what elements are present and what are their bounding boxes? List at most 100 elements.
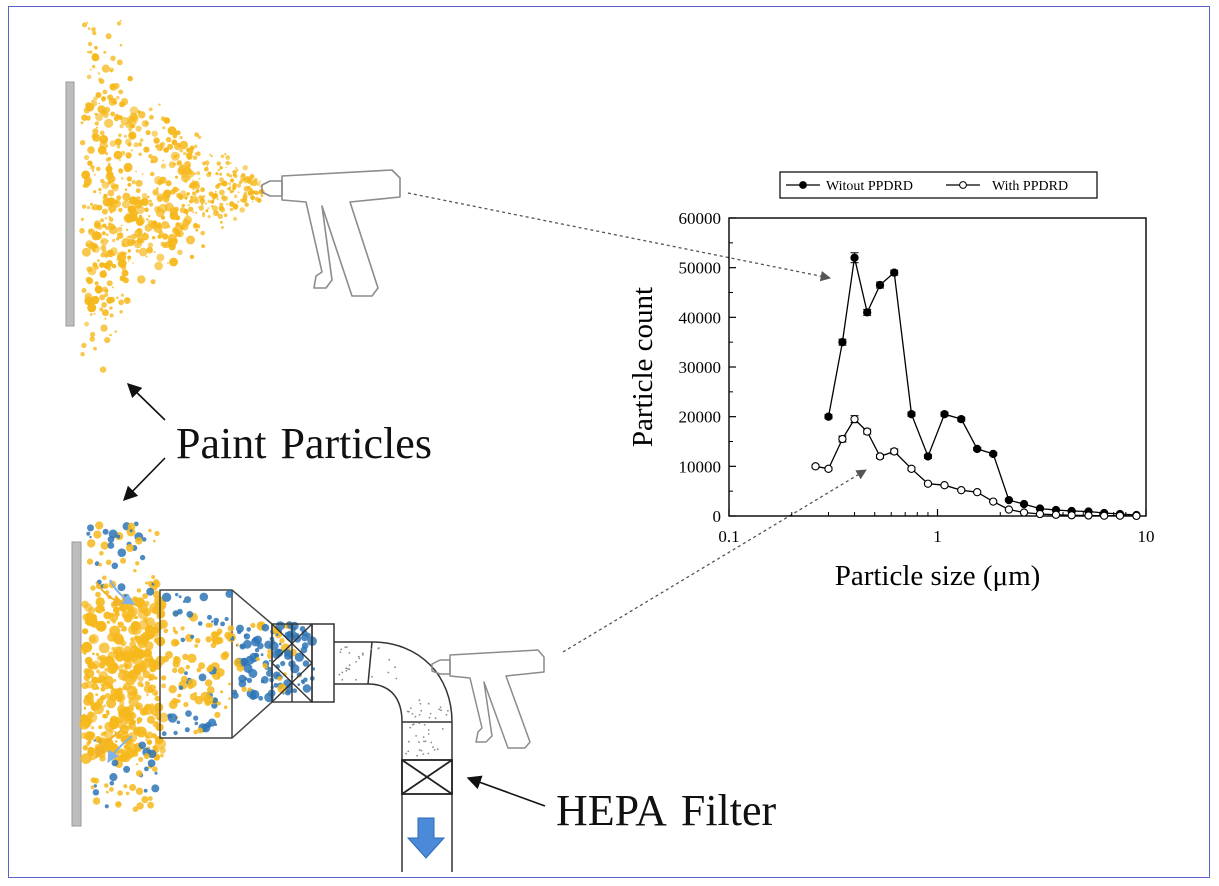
paint-particle (116, 145, 121, 149)
paint-particle (135, 705, 141, 710)
paint-particle (117, 152, 120, 154)
paint-particle (119, 19, 122, 22)
paint-particle (112, 238, 116, 243)
paint-particle (189, 145, 195, 151)
paint-particle (156, 195, 164, 202)
duct-particle (407, 750, 410, 753)
paint-particle (239, 207, 245, 213)
paint-particle (105, 233, 109, 237)
paint-particle (149, 114, 154, 120)
paint-particle (147, 681, 150, 685)
paint-particle (138, 142, 143, 147)
paint-particle (89, 313, 93, 316)
paint-particle (91, 100, 98, 107)
data-point (890, 447, 899, 456)
paint-particle (144, 624, 155, 635)
paint-particle (123, 251, 127, 256)
paint-particle (153, 137, 160, 144)
paint-particle (177, 188, 180, 191)
paint-particle (117, 621, 124, 628)
paint-particle (107, 156, 112, 161)
paint-particle (136, 717, 143, 723)
flow-arrow-lower-blue (107, 735, 133, 764)
paint-particle (141, 192, 148, 199)
paint-particle (211, 193, 217, 200)
paint-particle (92, 204, 99, 211)
paint-particle (127, 75, 133, 82)
duct-particle (447, 709, 449, 712)
paint-particle (102, 223, 107, 228)
paint-particle (121, 269, 129, 277)
paint-particle (251, 637, 260, 647)
paint-particle (107, 536, 115, 543)
paint-particle (302, 684, 312, 693)
paint-particle (127, 183, 132, 187)
paint-particle (104, 288, 109, 293)
x-tick-label: 1 (933, 527, 942, 546)
y-tick-label: 60000 (679, 209, 722, 228)
duct-particle (341, 678, 344, 681)
paint-particle (150, 160, 154, 164)
paint-particle (249, 693, 257, 700)
paint-particle (148, 675, 154, 680)
x-tick-label: 10 (1138, 527, 1155, 546)
paint-particle (177, 667, 185, 674)
data-point (850, 253, 859, 262)
paint-particle (161, 683, 167, 689)
paint-particle (118, 650, 127, 658)
paint-particle (220, 220, 223, 224)
paint-particle (247, 663, 250, 666)
paint-particle (153, 539, 156, 543)
paint-particle (233, 173, 238, 178)
paint-particle (216, 183, 220, 186)
paint-particle (221, 226, 224, 229)
paint-particle (241, 645, 245, 648)
paint-particle (170, 189, 176, 195)
duct-particle (420, 749, 423, 752)
series-line (815, 418, 1137, 517)
paint-particle (108, 296, 115, 303)
paint-particle (175, 592, 179, 597)
paint-particle (219, 166, 223, 170)
paint-particle (104, 667, 109, 672)
paint-particle (170, 638, 179, 647)
paint-particle (173, 154, 177, 159)
paint-particle (208, 623, 213, 628)
paint-particle (93, 231, 102, 240)
paint-particle (109, 333, 112, 337)
paint-particle (160, 163, 167, 169)
paint-particle (113, 82, 120, 90)
paint-particle (138, 741, 147, 750)
paint-particle (198, 177, 201, 180)
duct-particle (414, 715, 417, 718)
duct-particle (377, 647, 380, 649)
paint-particle (206, 165, 209, 167)
paint-particle (94, 561, 100, 567)
paint-particle (184, 727, 190, 733)
paint-particle (127, 255, 132, 260)
paint-particle (172, 667, 178, 674)
paint-particle (142, 593, 149, 599)
paint-particle (106, 790, 109, 794)
paint-particle (256, 182, 261, 186)
paint-particle (194, 721, 199, 726)
paint-particle (143, 788, 148, 793)
paint-particle (155, 191, 157, 194)
paint-particle (151, 130, 158, 137)
paint-particle (215, 172, 219, 176)
paint-particle (118, 168, 124, 174)
paint-particle (156, 602, 160, 605)
paint-particle (177, 167, 185, 176)
paint-particle (145, 581, 148, 585)
paint-particle (144, 766, 149, 772)
paint-particle (189, 254, 195, 260)
paint-particle (229, 186, 232, 188)
duct-particle (427, 752, 430, 755)
paint-particle (88, 633, 99, 645)
paint-particle (139, 708, 148, 716)
paint-particle (130, 637, 134, 641)
paint-particle (229, 162, 232, 165)
paint-particle (200, 230, 205, 236)
data-point (957, 486, 966, 495)
paint-particle (185, 664, 190, 670)
